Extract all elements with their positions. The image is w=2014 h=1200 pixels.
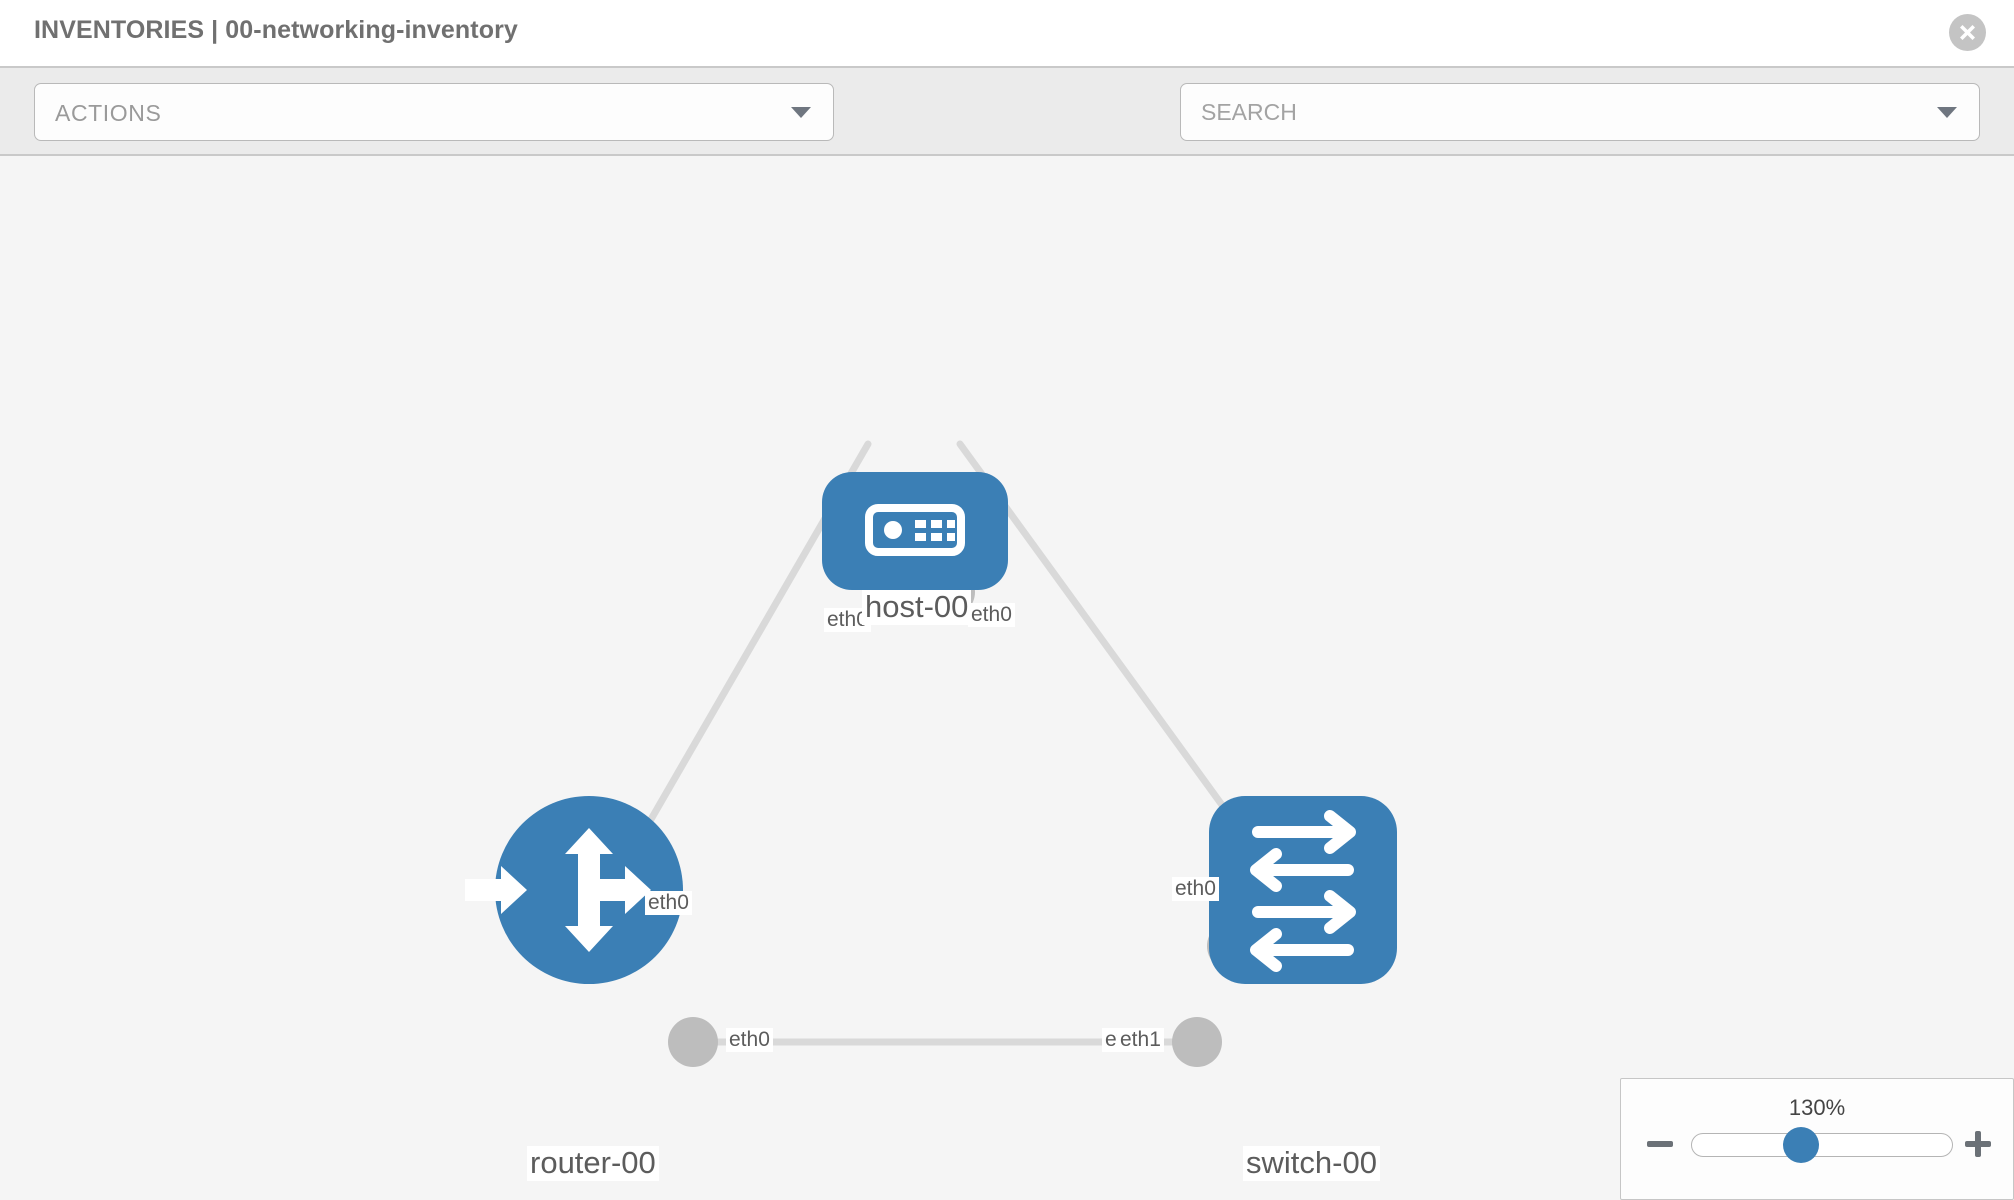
chevron-down-icon[interactable]: [1937, 107, 1957, 118]
interface-label-switch-left-b: eth1: [1117, 1028, 1164, 1053]
node-label-host-00: host-00: [862, 590, 972, 625]
search-box[interactable]: [1180, 83, 1980, 141]
node-host-00[interactable]: [822, 472, 1008, 590]
interface-label-host-right: eth0: [968, 603, 1015, 628]
page-header: INVENTORIES | 00-networking-inventory: [0, 0, 2014, 68]
search-input[interactable]: [1201, 84, 1901, 140]
port-nub-switch-left: [1172, 1017, 1222, 1067]
zoom-control-panel: 130%: [1620, 1078, 2014, 1200]
switch-arrows-icon: [1250, 810, 1356, 972]
zoom-slider-thumb[interactable]: [1783, 1127, 1819, 1163]
zoom-percent-label: 130%: [1788, 1095, 1846, 1120]
server-icon: [865, 504, 965, 556]
zoom-slider-track[interactable]: [1691, 1133, 1953, 1157]
interface-label-router-right: eth0: [726, 1028, 773, 1053]
plus-icon[interactable]: [1961, 1127, 1995, 1161]
chevron-down-icon: [791, 107, 811, 118]
close-icon[interactable]: [1949, 14, 1986, 51]
interface-label-router-up: eth0: [645, 891, 692, 916]
node-label-router-00: router-00: [527, 1146, 659, 1181]
node-switch-00[interactable]: [1209, 796, 1397, 984]
toolbar: ACTIONS: [0, 68, 2014, 189]
interface-label-switch-up: eth0: [1172, 877, 1219, 902]
actions-dropdown[interactable]: ACTIONS: [34, 83, 834, 141]
actions-dropdown-label: ACTIONS: [55, 100, 162, 126]
router-arrows-icon: [465, 828, 651, 952]
topology-canvas[interactable]: eth0 eth0 eth0 eth0 eth0 eth0 eth1 host-…: [0, 156, 2014, 1200]
node-label-switch-00: switch-00: [1243, 1146, 1380, 1181]
topology-graph: [465, 440, 1397, 1067]
minus-icon[interactable]: [1643, 1127, 1677, 1161]
interface-label-host-left: eth0: [824, 608, 871, 633]
page-title: INVENTORIES | 00-networking-inventory: [34, 16, 518, 44]
node-router-00[interactable]: [465, 796, 683, 984]
port-nub-router-right: [668, 1017, 718, 1067]
